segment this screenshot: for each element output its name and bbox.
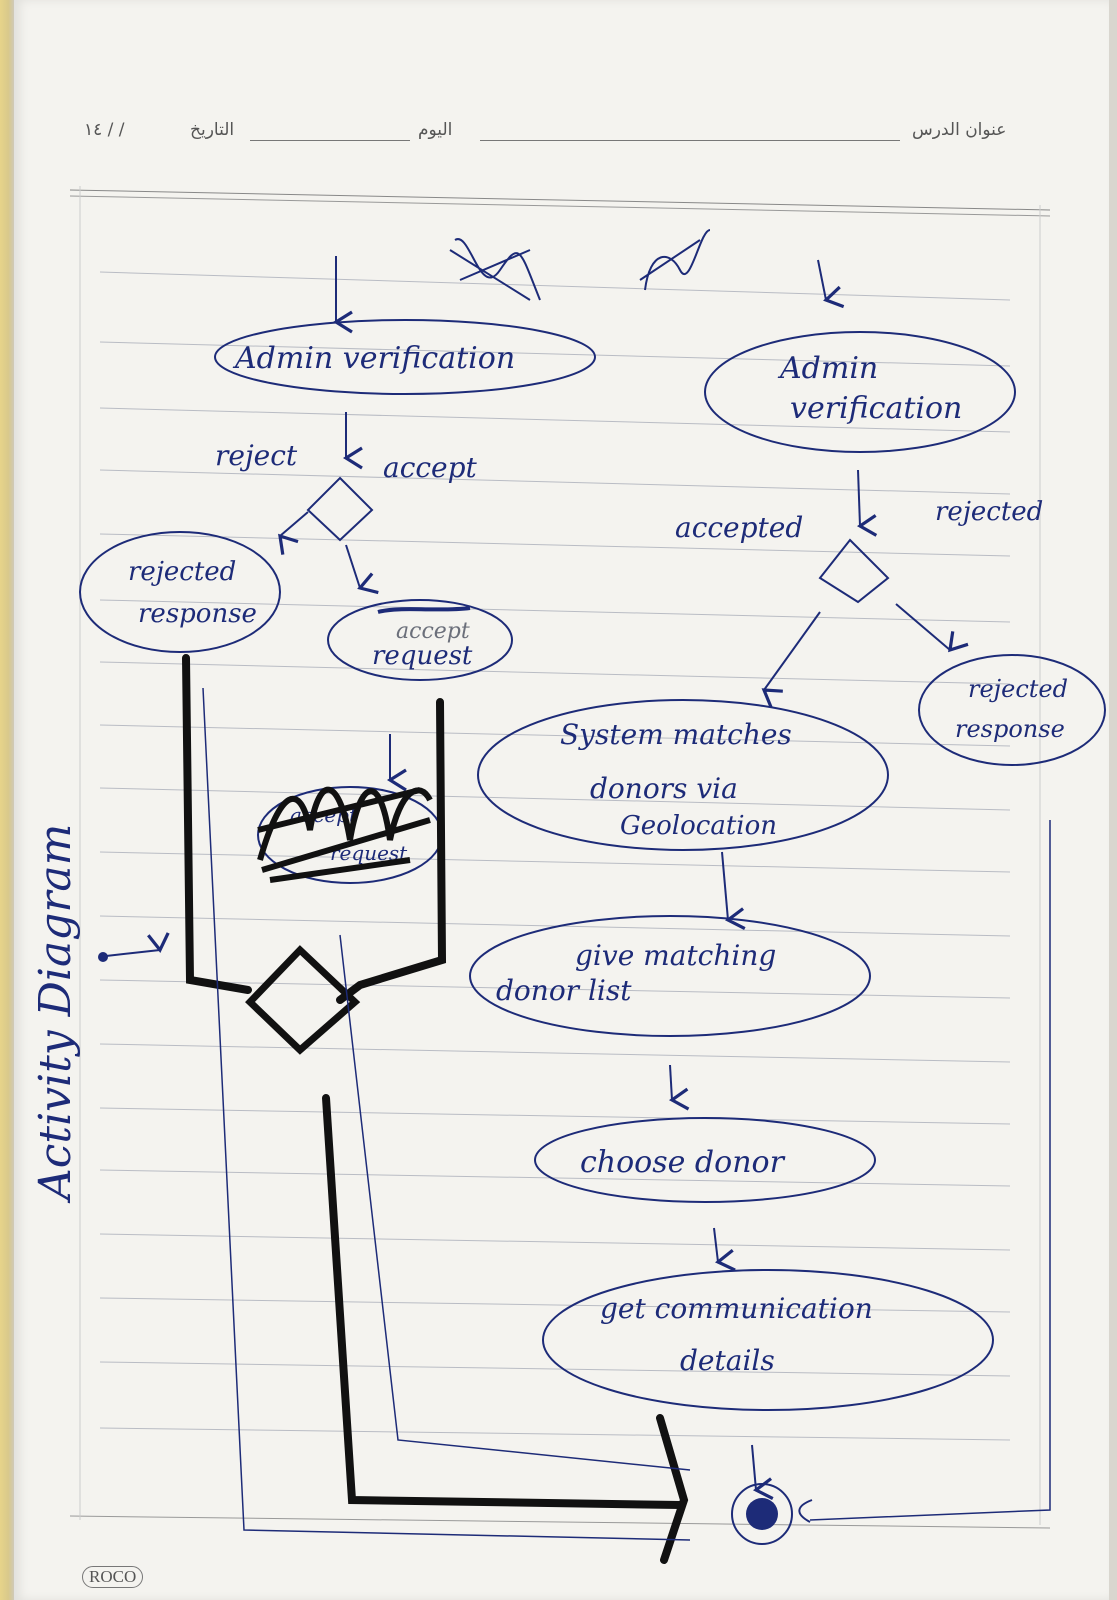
right-accepted-label: accepted: [675, 511, 803, 544]
arrow-to-left-accept-request: [345, 544, 379, 595]
notebook-page: [14, 0, 1109, 1600]
left-decision-diamond: [306, 476, 374, 542]
left-rejected-label: rejected: [128, 557, 236, 587]
choose-donor-node: choose donor: [534, 1117, 876, 1203]
right-response-label: response: [955, 715, 1065, 743]
details-label: details: [680, 1344, 775, 1377]
date-year: / / ١٤: [84, 120, 125, 140]
left-accept-label: accept: [383, 451, 478, 484]
right-rejected-response-node: rejected response: [918, 654, 1106, 766]
final-node: [731, 1483, 793, 1545]
system-matches-node: System matches donors via Geolocation: [477, 699, 889, 851]
arrow-to-give-matching: [721, 851, 746, 930]
get-communication-label: get communication: [600, 1292, 873, 1325]
left-request-label: request: [372, 641, 473, 671]
right-verification-label: verification: [790, 391, 962, 426]
donors-via-label: donors via: [590, 772, 738, 805]
scribbled-accept-request-node: accept request: [257, 786, 443, 884]
arrow-to-right-rejected: [895, 603, 969, 653]
arrow-right-admin-to-decision: [856, 469, 878, 537]
crossed-out-scribbles: [449, 229, 711, 301]
left-accept-request-node: accept request: [327, 599, 513, 681]
give-matching-label: give matching: [575, 939, 776, 972]
choose-donor-label: choose donor: [580, 1145, 786, 1180]
right-decision-diamond: [818, 538, 890, 604]
arrow-to-left-rejected: [278, 511, 309, 555]
lesson-title-label: عنوان الدرس: [912, 120, 1007, 140]
arrow-to-system-matches: [761, 611, 821, 709]
left-merge-diamond: [245, 945, 361, 1055]
arrow-to-get-communication: [713, 1227, 736, 1272]
date-line: [250, 140, 410, 141]
arrow-into-right-admin: [817, 259, 845, 309]
page-header: / / ١٤ التاريخ اليوم عنوان الدرس: [70, 112, 1060, 152]
notebook-spine: [0, 0, 14, 1600]
left-rejected-response-node: rejected response: [79, 531, 281, 653]
right-admin-label: Admin: [777, 351, 878, 386]
side-title-text: Activity Diagram: [30, 824, 81, 1204]
side-title: Activity Diagram: [30, 824, 81, 1204]
day-label: اليوم: [418, 120, 453, 140]
arrow-to-final-node: [751, 1444, 774, 1500]
get-communication-node: get communication details: [542, 1269, 994, 1411]
final-node-arrowhead: [798, 1499, 813, 1523]
start-arrow: [105, 932, 170, 957]
give-matching-node: give matching donor list: [469, 915, 871, 1037]
geolocation-label: Geolocation: [620, 811, 777, 841]
ruled-lines: [69, 186, 1051, 1529]
system-matches-label: System matches: [560, 718, 792, 751]
donor-list-label: donor list: [496, 974, 632, 1007]
left-accept-overwrite-label: accept: [396, 619, 470, 644]
notebook-brand-logo: ROCO: [82, 1566, 144, 1588]
right-rejected-label: rejected: [935, 497, 1043, 527]
left-response-label: response: [138, 599, 257, 629]
thin-flow-lines: [202, 687, 1051, 1541]
left-admin-verification-node: Admin verification: [214, 319, 596, 395]
right-admin-verification-node: Admin verification: [704, 331, 1016, 453]
right-rejected-resp-label: rejected: [968, 675, 1068, 703]
left-reject-label: reject: [215, 439, 298, 472]
arrow-to-choose-donor: [668, 1064, 690, 1111]
date-label: التاريخ: [190, 120, 235, 140]
initial-node: [98, 952, 108, 962]
day-line: [480, 140, 900, 141]
left-admin-verification-label: Admin verification: [232, 341, 515, 376]
